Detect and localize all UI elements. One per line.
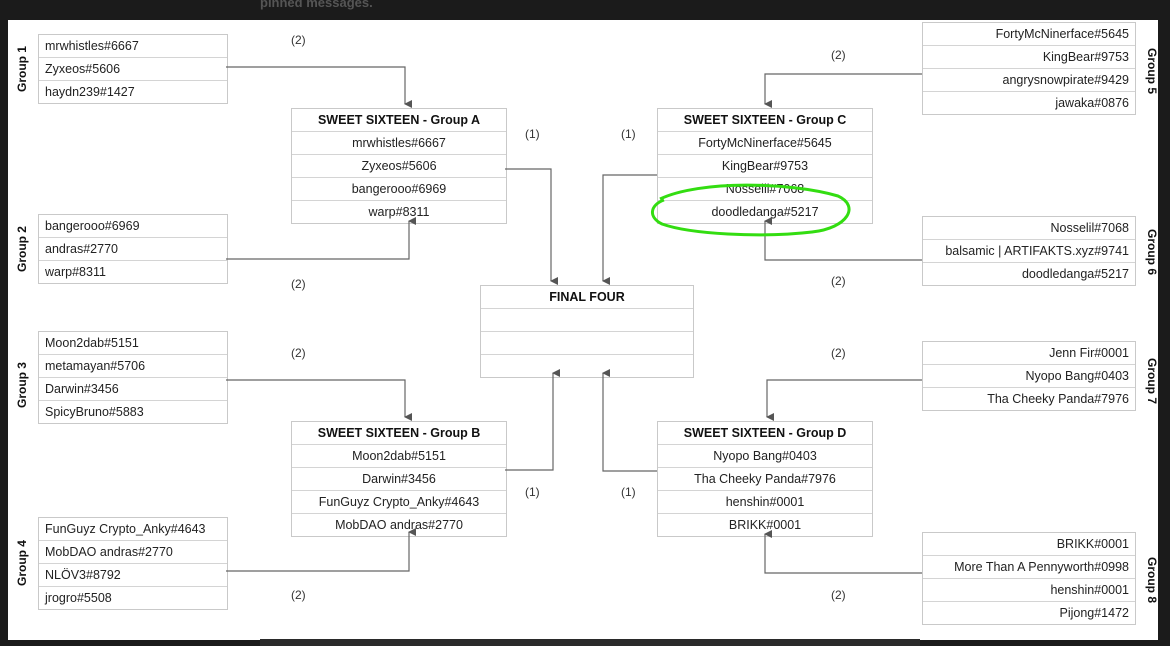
group-1-entry: haydn239#1427: [39, 80, 227, 103]
group-4-entry: jrogro#5508: [39, 586, 227, 609]
final-four-slot: [481, 331, 693, 354]
sweet-sixteen-d-title: SWEET SIXTEEN - Group D: [683, 426, 847, 440]
sweet-sixteen-a-title: SWEET SIXTEEN - Group A: [317, 113, 481, 127]
connector-group7-to-d: [766, 379, 922, 421]
sweet-sixteen-c-entry: FortyMcNinerface#5645: [658, 131, 872, 154]
group-1-pick-label: (2): [291, 33, 306, 47]
group-3-pick-label: (2): [291, 346, 306, 360]
group-5-box: FortyMcNinerface#5645 KingBear#9753 angr…: [922, 22, 1136, 115]
group-7-entry: Jenn Fir#0001: [1049, 346, 1129, 360]
bottom-strip: [260, 639, 920, 646]
connector-group6-to-c: [764, 217, 922, 261]
highlight-circle: [651, 183, 851, 237]
group-1-entry: Zyxeos#5606: [39, 57, 227, 80]
sweet-sixteen-c-entry: KingBear#9753: [658, 154, 872, 177]
sweet-sixteen-b-entry: Moon2dab#5151: [292, 444, 506, 467]
sweet-sixteen-c-entry-highlighted: doodledanga#5217: [658, 200, 872, 223]
group-3-entry: Darwin#3456: [39, 377, 227, 400]
group-3-entry: SpicyBruno#5883: [39, 400, 227, 423]
group-5-entry: FortyMcNinerface#5645: [995, 27, 1129, 41]
group-6-entry: Nosselil#7068: [1050, 221, 1129, 235]
sweet-sixteen-d-entry: Tha Cheeky Panda#7976: [658, 467, 872, 490]
group-2-box: bangerooo#6969 andras#2770 warp#8311: [38, 214, 228, 284]
sweet-sixteen-b-box: SWEET SIXTEEN - Group B Moon2dab#5151 Da…: [291, 421, 507, 537]
connector-a-to-final: [505, 168, 558, 285]
sweet-sixteen-a-box: SWEET SIXTEEN - Group A mrwhistles#6667 …: [291, 108, 507, 224]
group-1-box: mrwhistles#6667 Zyxeos#5606 haydn239#142…: [38, 34, 228, 104]
group-5-entry: angrysnowpirate#9429: [923, 68, 1135, 91]
group-6-entry: doodledanga#5217: [923, 262, 1135, 285]
group-2-pick-label: (2): [291, 277, 306, 291]
sweet-sixteen-b-entry: MobDAO andras#2770: [292, 513, 506, 536]
group-3-entry: metamayan#5706: [39, 354, 227, 377]
group-8-pick-label: (2): [831, 588, 846, 602]
sweet-sixteen-b-entry: Darwin#3456: [292, 467, 506, 490]
group-2-entry: bangerooo#6969: [45, 219, 140, 233]
sweet-sixteen-b-pick-label: (1): [525, 485, 540, 499]
group-5-entry: jawaka#0876: [923, 91, 1135, 114]
group-8-entry: More Than A Pennyworth#0998: [923, 555, 1135, 578]
sweet-sixteen-a-pick-label: (1): [525, 127, 540, 141]
sweet-sixteen-d-entry: Nyopo Bang#0403: [658, 444, 872, 467]
group-7-box: Jenn Fir#0001 Nyopo Bang#0403 Tha Cheeky…: [922, 341, 1136, 411]
final-four-slot: [481, 354, 693, 377]
sweet-sixteen-a-entry: Zyxeos#5606: [292, 154, 506, 177]
connector-c-to-final: [602, 174, 657, 285]
sweet-sixteen-d-entry: henshin#0001: [658, 490, 872, 513]
group-6-entry: balsamic | ARTIFAKTS.xyz#9741: [923, 239, 1135, 262]
sweet-sixteen-c-title: SWEET SIXTEEN - Group C: [683, 113, 847, 127]
sweet-sixteen-d-entry: BRIKK#0001: [658, 513, 872, 536]
group-4-entry: MobDAO andras#2770: [39, 540, 227, 563]
group-6-box: Nosselil#7068 balsamic | ARTIFAKTS.xyz#9…: [922, 216, 1136, 286]
group-1-entry: mrwhistles#6667: [45, 39, 139, 53]
connector-group1-to-a: [226, 66, 412, 108]
group-7-pick-label: (2): [831, 346, 846, 360]
group-7-entry: Tha Cheeky Panda#7976: [923, 387, 1135, 410]
group-4-pick-label: (2): [291, 588, 306, 602]
group-6-pick-label: (2): [831, 274, 846, 288]
connector-group8-to-d: [764, 530, 922, 574]
group-7-entry: Nyopo Bang#0403: [923, 364, 1135, 387]
sweet-sixteen-c-pick-label: (1): [621, 127, 636, 141]
group-2-entry: andras#2770: [39, 237, 227, 260]
group-8-entry: henshin#0001: [923, 578, 1135, 601]
final-four-title: FINAL FOUR: [549, 290, 625, 304]
connector-d-to-final: [602, 369, 657, 472]
group-8-entry: Pijong#1472: [923, 601, 1135, 624]
group-2-entry: warp#8311: [39, 260, 227, 283]
group-5-entry: KingBear#9753: [923, 45, 1135, 68]
group-8-box: BRIKK#0001 More Than A Pennyworth#0998 h…: [922, 532, 1136, 625]
final-four-box: FINAL FOUR: [480, 285, 694, 378]
connector-group3-to-b: [226, 379, 412, 421]
header-fragment: pinned messages.: [260, 0, 373, 10]
connector-b-to-final: [505, 369, 560, 471]
group-5-pick-label: (2): [831, 48, 846, 62]
group-3-box: Moon2dab#5151 metamayan#5706 Darwin#3456…: [38, 331, 228, 424]
group-8-entry: BRIKK#0001: [1056, 537, 1129, 551]
group-3-entry: Moon2dab#5151: [45, 336, 139, 350]
connector-group4-to-b: [226, 528, 416, 572]
sweet-sixteen-a-entry: bangerooo#6969: [292, 177, 506, 200]
sweet-sixteen-b-entry: FunGuyz Crypto_Anky#4643: [292, 490, 506, 513]
connector-group2-to-a: [226, 217, 416, 260]
sweet-sixteen-d-pick-label: (1): [621, 485, 636, 499]
group-4-box: FunGuyz Crypto_Anky#4643 MobDAO andras#2…: [38, 517, 228, 610]
sweet-sixteen-b-title: SWEET SIXTEEN - Group B: [317, 426, 481, 440]
group-4-entry: FunGuyz Crypto_Anky#4643: [45, 522, 206, 536]
group-4-entry: NLÖV3#8792: [39, 563, 227, 586]
sweet-sixteen-a-entry: mrwhistles#6667: [292, 131, 506, 154]
final-four-slot: [481, 308, 693, 331]
sweet-sixteen-d-box: SWEET SIXTEEN - Group D Nyopo Bang#0403 …: [657, 421, 873, 537]
connector-group5-to-c: [764, 73, 922, 108]
sweet-sixteen-a-entry: warp#8311: [292, 200, 506, 223]
